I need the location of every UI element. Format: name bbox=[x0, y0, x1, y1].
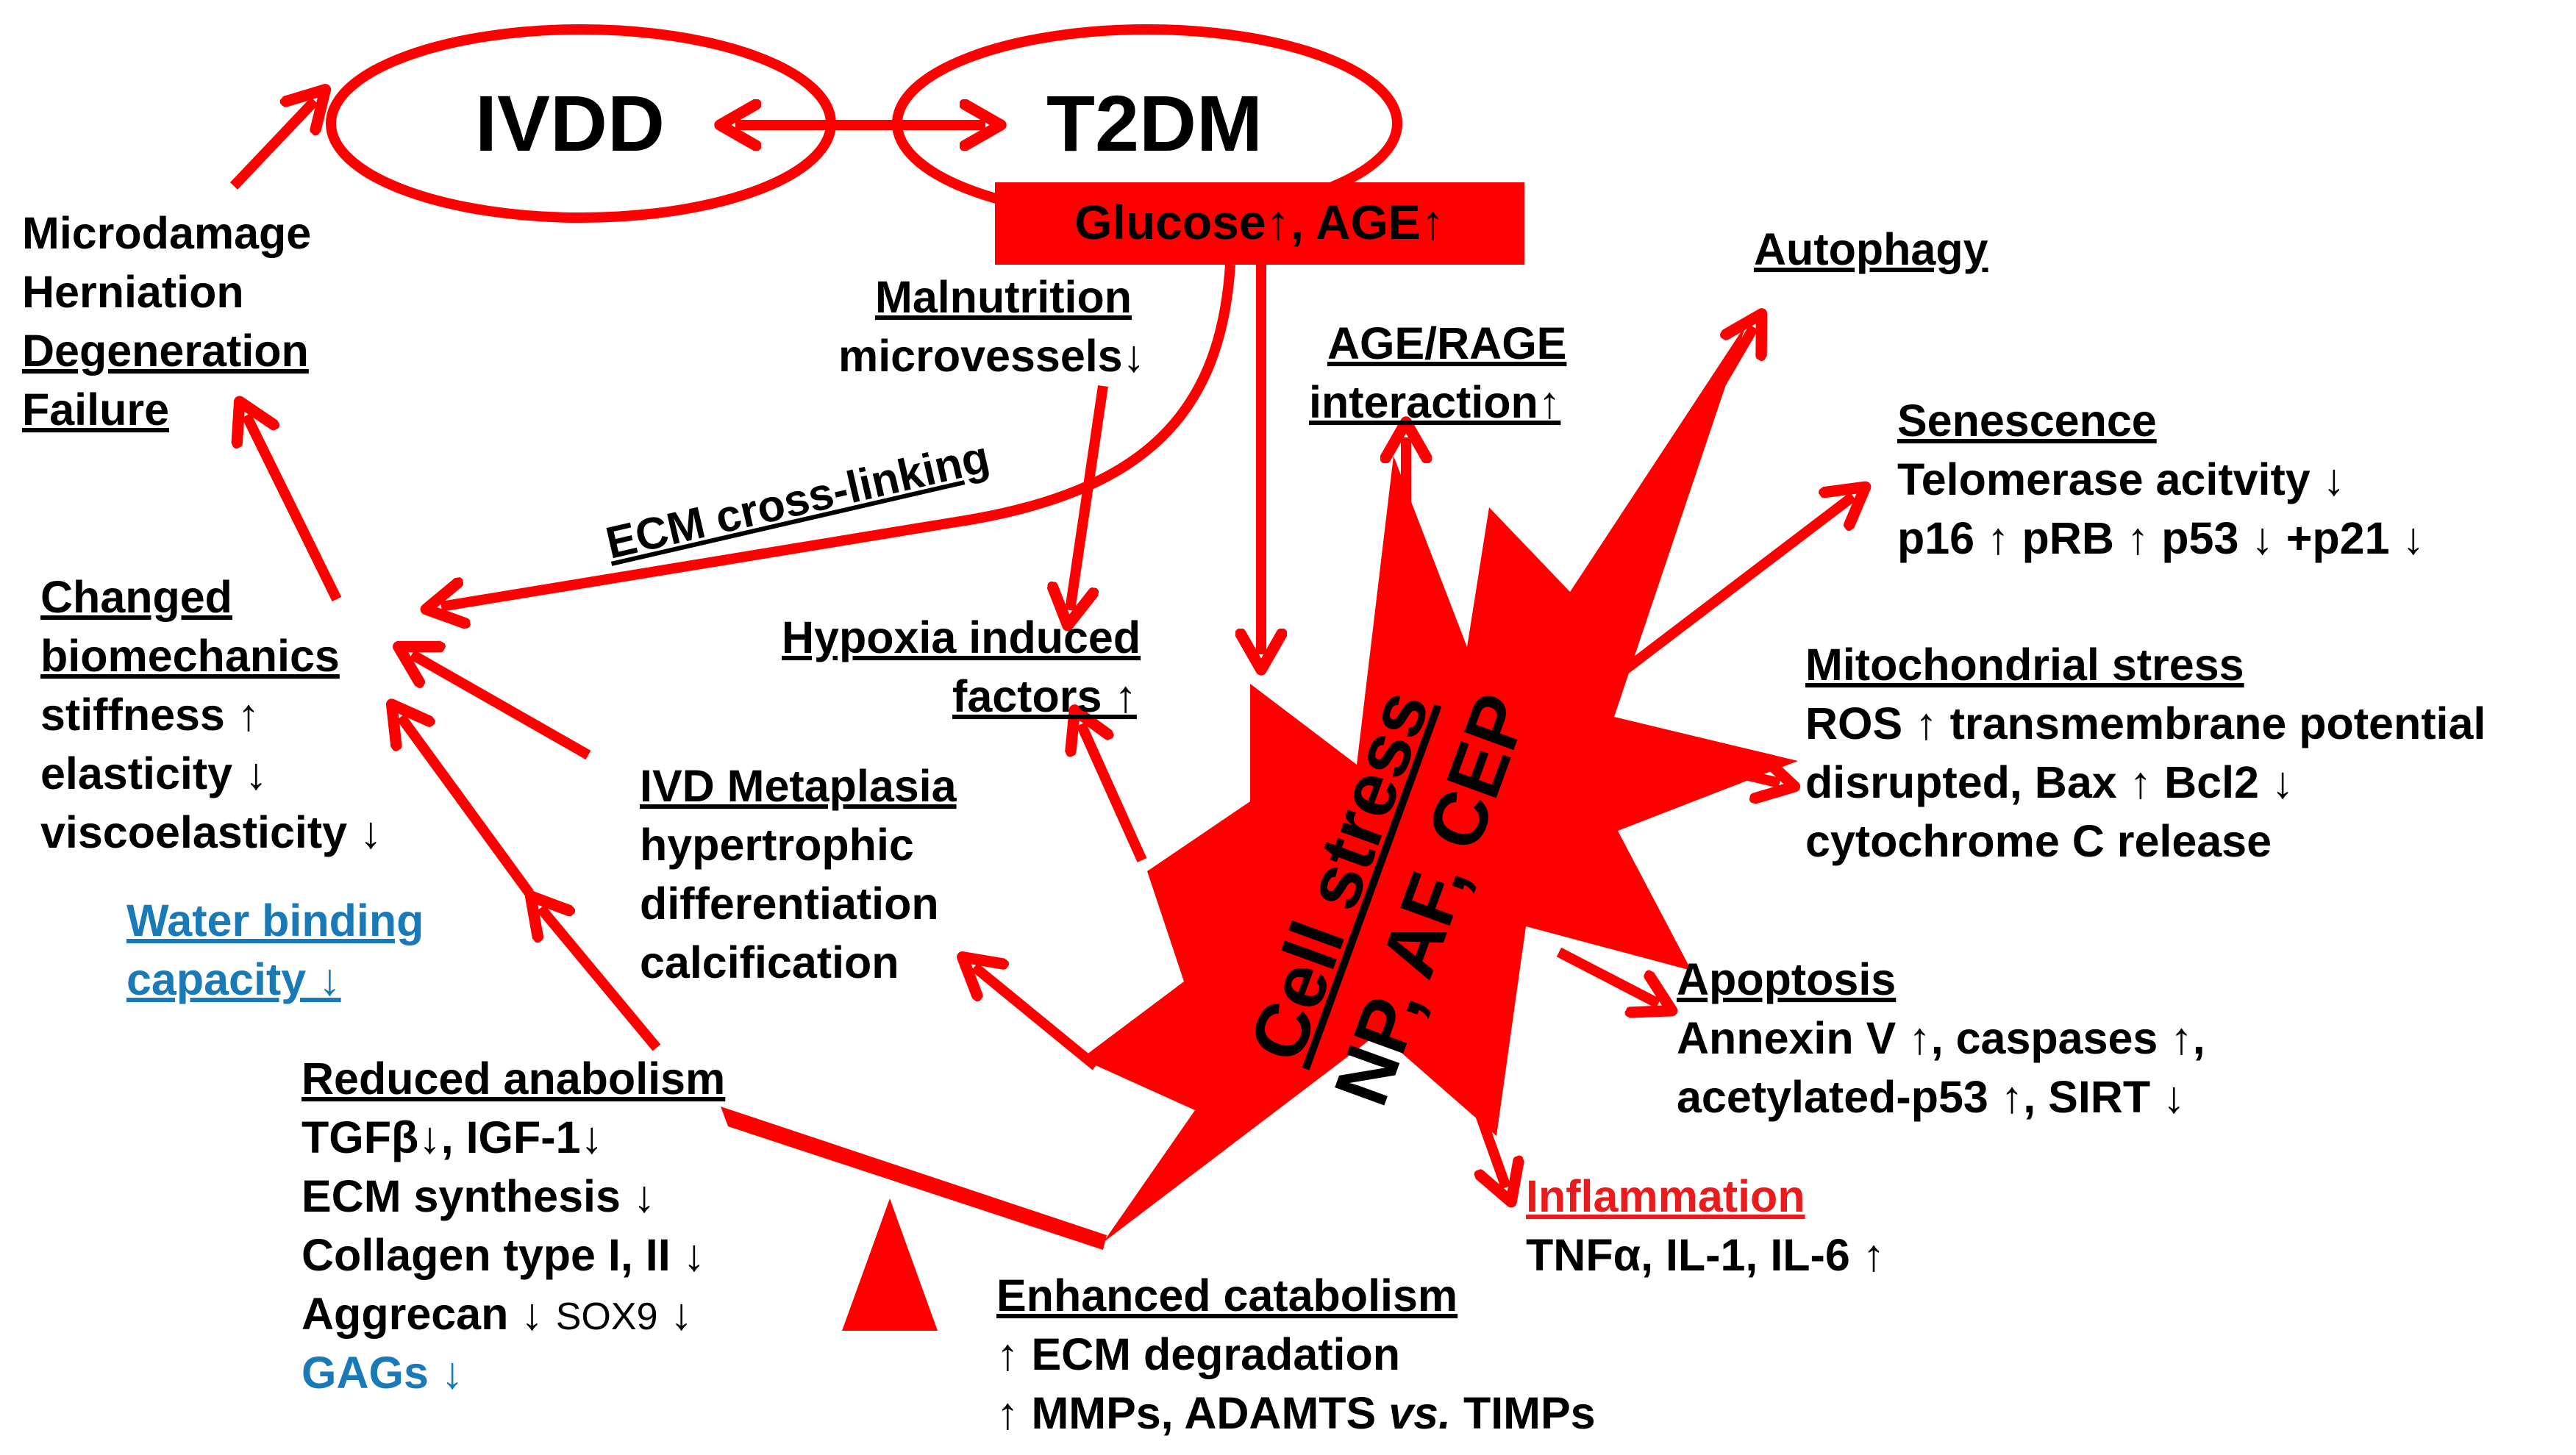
anabolism-l5: GAGs ↓ bbox=[302, 1348, 463, 1398]
degeneration-label: Degeneration bbox=[22, 326, 309, 376]
catabolism-title: Enhanced catabolism bbox=[996, 1270, 1458, 1320]
glucose-age-label: Glucose↑, AGE↑ bbox=[1074, 195, 1445, 249]
anabolism-title: Reduced anabolism bbox=[302, 1054, 725, 1104]
autophagy-label: Autophagy bbox=[1754, 224, 1988, 274]
mito-l2: disrupted, Bax ↑ Bcl2 ↓ bbox=[1805, 757, 2294, 807]
arrow-malnutrition-to-hypoxia bbox=[1070, 385, 1108, 610]
biomech-l2: elasticity ↓ bbox=[40, 748, 268, 798]
microdamage-label: Microdamage bbox=[22, 208, 311, 258]
age-rage-line1: AGE/RAGE bbox=[1327, 318, 1566, 368]
arrow-to-apoptosis bbox=[1556, 947, 1658, 1004]
arrow-to-senescence bbox=[1588, 496, 1853, 699]
biomech-title1: Changed bbox=[40, 572, 232, 622]
arrow-to-ivdd bbox=[229, 101, 315, 190]
arrow-to-autophagy bbox=[1635, 327, 1754, 525]
apoptosis-l1: Annexin V ↑, caspases ↑, bbox=[1677, 1013, 2205, 1063]
ecm-crosslink-arrow bbox=[441, 264, 1235, 607]
biomech-l1: stiffness ↑ bbox=[40, 690, 260, 740]
anabolism-l4: Aggrecan ↓ SOX9 ↓ bbox=[302, 1289, 693, 1339]
inflammation-l1: TNFα, IL-1, IL-6 ↑ bbox=[1526, 1230, 1885, 1280]
seesaw-fulcrum bbox=[842, 1198, 938, 1331]
arrow-anabolism-to-biomech-2 bbox=[540, 908, 661, 1051]
arrow-biomech-to-failure bbox=[246, 415, 342, 602]
arrow-to-mito bbox=[1653, 748, 1780, 783]
apoptosis-l2: acetylated-p53 ↑, SIRT ↓ bbox=[1677, 1072, 2186, 1122]
cell-stress-starburst bbox=[1081, 323, 1798, 1243]
malnutrition-line: microvessels↓ bbox=[838, 331, 1145, 381]
catabolism-l2c: TIMPs bbox=[1451, 1388, 1596, 1438]
arrow-to-metaplasia bbox=[974, 967, 1099, 1070]
arrow-anabolism-to-biomech-1 bbox=[401, 717, 534, 897]
anabolism-l3: Collagen type I, II ↓ bbox=[302, 1230, 705, 1280]
senescence-line2: p16 ↑ pRB ↑ p53 ↓ +p21 ↓ bbox=[1897, 513, 2425, 563]
catabolism-vs: vs. bbox=[1388, 1388, 1451, 1438]
seesaw-bar bbox=[721, 1107, 1107, 1250]
hypoxia-line2: factors ↑ bbox=[952, 671, 1137, 721]
sox9-text: SOX9 bbox=[556, 1295, 658, 1338]
malnutrition-title: Malnutrition bbox=[875, 272, 1132, 322]
catabolism-l2a: ↑ MMPs, ADAMTS bbox=[996, 1388, 1388, 1438]
hypoxia-line1: Hypoxia induced bbox=[782, 612, 1141, 662]
failure-label: Failure bbox=[22, 385, 169, 435]
biomech-title2: biomechanics bbox=[40, 631, 340, 681]
mito-title: Mitochondrial stress bbox=[1805, 640, 2244, 690]
metaplasia-title: IVD Metaplasia bbox=[640, 761, 957, 811]
arrow-metaplasia-to-biomech bbox=[412, 654, 591, 760]
senescence-title: Senescence bbox=[1897, 396, 2157, 446]
arrow-to-hypoxia bbox=[1081, 724, 1147, 862]
mito-l1: ROS ↑ transmembrane potential bbox=[1805, 698, 2486, 748]
water-binding-line1: Water binding bbox=[126, 895, 424, 945]
inflammation-title: Inflammation bbox=[1526, 1171, 1805, 1221]
aggrecan-text: Aggrecan ↓ bbox=[302, 1289, 556, 1339]
metaplasia-l1: hypertrophic bbox=[640, 820, 914, 870]
anabolism-l2: ECM synthesis ↓ bbox=[302, 1171, 655, 1221]
metaplasia-l3: calcification bbox=[640, 937, 899, 987]
sox9-arrow: ↓ bbox=[657, 1289, 692, 1339]
anabolism-l1: TGFβ↓, IGF-1↓ bbox=[302, 1112, 603, 1162]
senescence-line1: Telomerase acitvity ↓ bbox=[1897, 454, 2345, 504]
apoptosis-title: Apoptosis bbox=[1677, 954, 1896, 1004]
catabolism-l2: ↑ MMPs, ADAMTS vs. TIMPs bbox=[996, 1388, 1596, 1438]
biomech-l3: viscoelasticity ↓ bbox=[40, 807, 382, 857]
metaplasia-l2: differentiation bbox=[640, 879, 939, 929]
glucose-age-box bbox=[995, 182, 1524, 265]
herniation-label: Herniation bbox=[22, 267, 244, 317]
water-binding-line2: capacity ↓ bbox=[126, 954, 341, 1004]
age-rage-line2: interaction↑ bbox=[1309, 377, 1560, 427]
arrow-to-inflammation bbox=[1466, 1086, 1506, 1187]
ivdd-label: IVDD bbox=[475, 79, 665, 168]
mito-l3: cytochrome C release bbox=[1805, 816, 2272, 866]
t2dm-label: T2DM bbox=[1046, 79, 1263, 168]
catabolism-l1: ↑ ECM degradation bbox=[996, 1329, 1400, 1379]
